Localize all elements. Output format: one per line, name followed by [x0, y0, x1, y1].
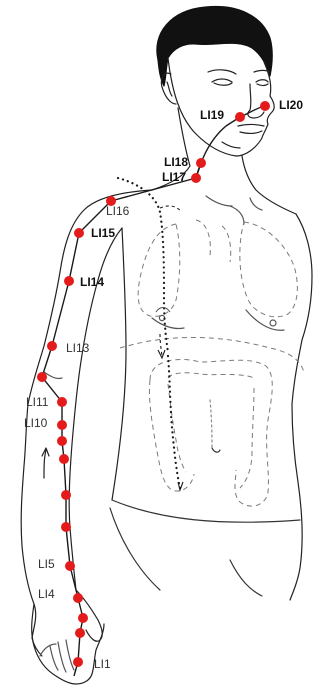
internal-organs — [120, 220, 304, 506]
direction-arrow — [44, 450, 46, 478]
acupoint-li7 — [61, 490, 71, 500]
internal-branch-arrow — [160, 334, 162, 356]
navel — [212, 448, 220, 452]
acupoint-label-li16: LI16 — [106, 204, 130, 218]
acupoint-label-li10: LI10 — [24, 416, 48, 430]
mouth — [238, 125, 264, 127]
acupoint-label-li4: LI4 — [38, 587, 55, 601]
neck-front — [242, 156, 296, 214]
internal-pathway — [118, 178, 180, 488]
acupoint-li1 — [73, 657, 83, 667]
acupoint-label-li5: LI5 — [38, 557, 55, 571]
acupoint-li5 — [65, 561, 75, 571]
acupoint-li3 — [78, 613, 88, 623]
diaphragm — [120, 337, 304, 372]
acupoint-li2 — [75, 628, 85, 638]
hair — [157, 7, 272, 86]
acupoint-label-li13: LI13 — [66, 341, 90, 355]
nose — [248, 84, 264, 118]
acupoint-li12 — [37, 372, 47, 382]
acupoint-li19 — [235, 112, 245, 122]
right-eye — [256, 80, 268, 86]
acupoint-li10 — [57, 420, 67, 430]
acupoint-label-li20: LI20 — [279, 98, 303, 112]
lung-left — [240, 222, 298, 317]
acupoint-li14 — [64, 276, 74, 286]
acupoint-label-li14: LI14 — [80, 275, 104, 289]
acupoint-label-li19: LI19 — [200, 108, 224, 122]
waistline — [112, 500, 300, 522]
acupoint-label-li11: LI11 — [26, 395, 49, 409]
torso-right — [290, 214, 312, 600]
left-eye — [212, 79, 232, 85]
colon — [149, 359, 272, 506]
meridian-line — [42, 106, 265, 676]
nipple — [270, 320, 276, 326]
acupoint-label-li15: LI15 — [91, 226, 115, 240]
acupoint-li17 — [191, 173, 201, 183]
acupoint-label-li1: LI1 — [94, 657, 111, 671]
acupoint-li15 — [74, 228, 84, 238]
acupoints: LI1LI4LI5LI10LI11LI13LI14LI15LI16LI17LI1… — [24, 98, 303, 671]
acupoint-li20 — [260, 101, 270, 111]
acupoint-li18 — [196, 158, 206, 168]
acupoint-li6 — [61, 522, 71, 532]
acupoint-li9 — [57, 436, 67, 446]
acupoint-label-li17: LI17 — [162, 170, 186, 184]
acupoint-li11 — [57, 397, 67, 407]
hand — [32, 604, 104, 684]
acupoint-li13 — [47, 341, 57, 351]
torso-left — [112, 228, 126, 500]
lung-right — [138, 224, 180, 316]
acupoint-label-li18: LI18 — [164, 155, 188, 169]
acupoint-li4 — [73, 593, 83, 603]
acupoint-li8 — [59, 454, 69, 464]
